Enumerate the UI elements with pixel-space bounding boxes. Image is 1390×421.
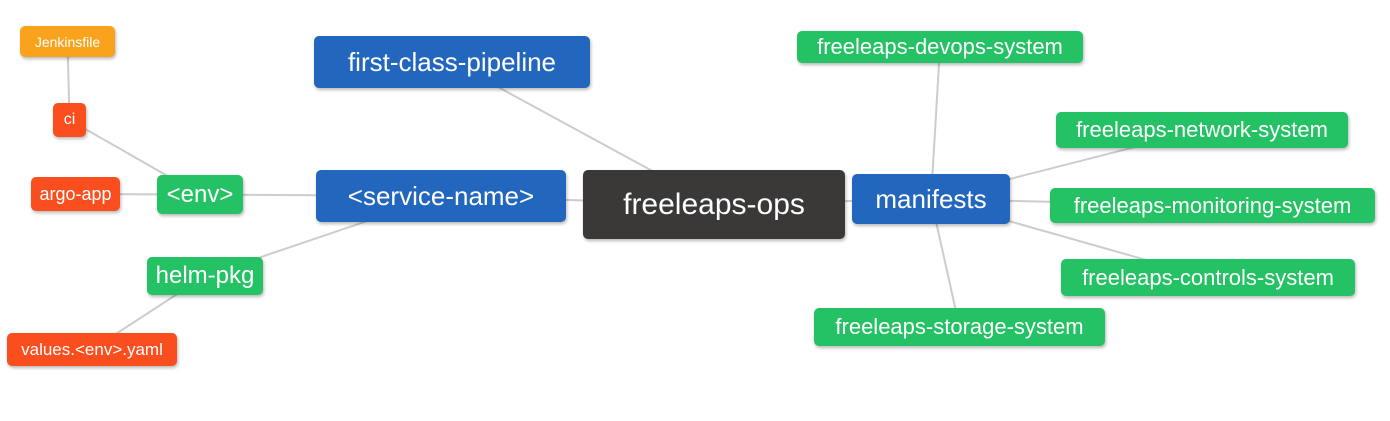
node-freeleaps-controls-system[interactable]: freeleaps-controls-system (1061, 259, 1355, 296)
node-values-env-yaml[interactable]: values.<env>.yaml (7, 333, 177, 366)
node-freeleaps-ops-root[interactable]: freeleaps-ops (583, 170, 845, 239)
node-freeleaps-network-system[interactable]: freeleaps-network-system (1056, 112, 1348, 148)
node-jenkinsfile[interactable]: Jenkinsfile (20, 26, 115, 57)
node-argo-app[interactable]: argo-app (31, 177, 120, 211)
node-service-name[interactable]: <service-name> (316, 170, 566, 222)
node-manifests[interactable]: manifests (852, 174, 1010, 224)
node-freeleaps-monitoring-system[interactable]: freeleaps-monitoring-system (1050, 188, 1375, 223)
node-first-class-pipeline[interactable]: first-class-pipeline (314, 36, 590, 88)
node-env[interactable]: <env> (157, 175, 243, 214)
node-freeleaps-storage-system[interactable]: freeleaps-storage-system (814, 308, 1105, 346)
node-helm-pkg[interactable]: helm-pkg (147, 257, 263, 295)
node-freeleaps-devops-system[interactable]: freeleaps-devops-system (797, 31, 1083, 63)
node-ci[interactable]: ci (53, 103, 86, 137)
